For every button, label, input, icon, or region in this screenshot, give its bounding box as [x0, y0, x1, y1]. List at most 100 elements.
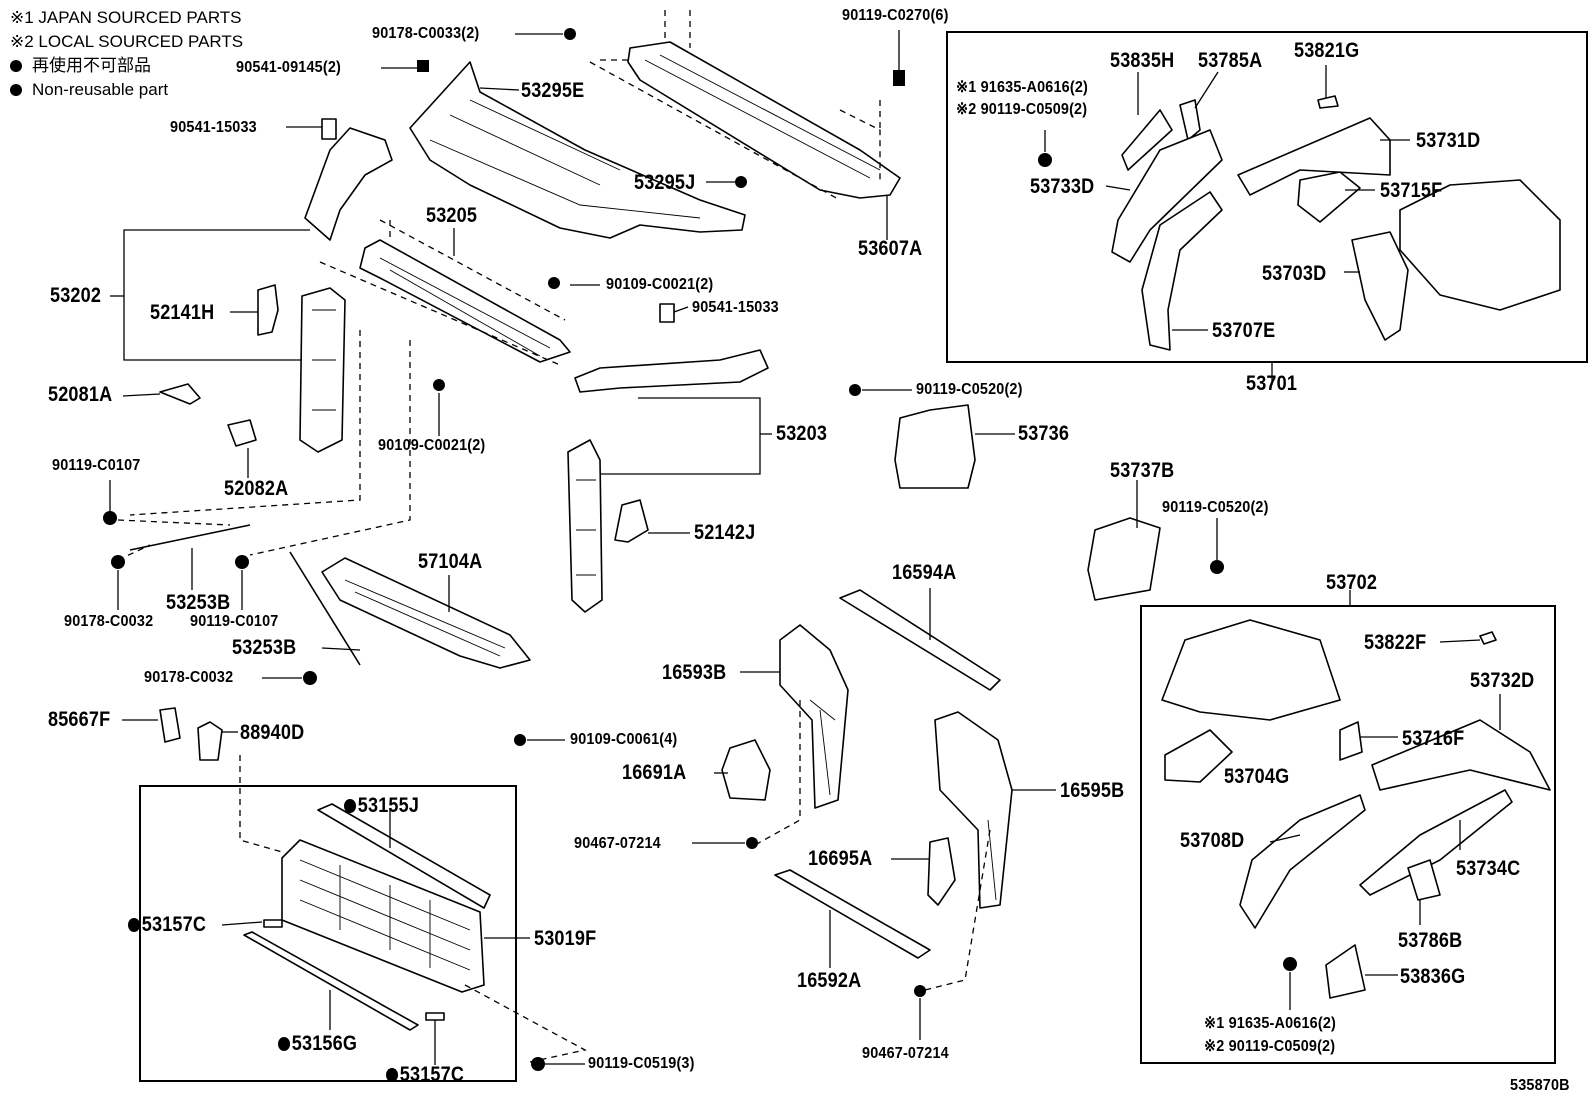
label-90467-07214-lower[interactable]: 90467-07214	[862, 1045, 949, 1062]
label-90541-15033-lower[interactable]: 90541-15033	[692, 299, 779, 316]
label-53786b[interactable]: 53786B	[1398, 929, 1463, 952]
bolt-icon	[103, 511, 117, 525]
part-53203	[567, 349, 769, 613]
label-90109-c0021-upper[interactable]: 90109-C0021(2)	[606, 276, 714, 293]
label-90178-c0032-lower[interactable]: 90178-C0032	[144, 669, 234, 686]
label-90541-15033-upper[interactable]: 90541-15033	[170, 119, 257, 136]
part-53253b-lower	[289, 551, 361, 666]
non-reusable-bullet-icon	[386, 1068, 399, 1082]
bolt-icon	[1210, 560, 1224, 574]
label-53835h[interactable]: 53835H	[1110, 49, 1175, 72]
legend-non-reusable-jp-text: 再使用不可部品	[32, 56, 151, 75]
label-90119-c0520-lower[interactable]: 90119-C0520(2)	[1162, 499, 1269, 516]
label-16592a[interactable]: 16592A	[797, 969, 862, 992]
label-52141h[interactable]: 52141H	[150, 301, 215, 324]
group-box-53702	[1140, 605, 1556, 1064]
label-91635-a0616-lower[interactable]: ※1 91635-A0616(2)	[1204, 1015, 1337, 1032]
label-90109-c0061[interactable]: 90109-C0061(4)	[570, 731, 678, 748]
label-90119-c0520-upper[interactable]: 90119-C0520(2)	[916, 381, 1023, 398]
part-53202	[299, 127, 393, 453]
bolt-icon	[417, 60, 429, 72]
label-57104a[interactable]: 57104A	[418, 550, 483, 573]
label-91635-a0616-upper[interactable]: ※1 91635-A0616(2)	[956, 79, 1089, 96]
group-box-grille	[139, 785, 517, 1082]
label-53703d[interactable]: 53703D	[1262, 262, 1327, 285]
label-53733d[interactable]: 53733D	[1030, 175, 1095, 198]
label-16594a[interactable]: 16594A	[892, 561, 957, 584]
part-53205	[359, 239, 571, 363]
label-53785a[interactable]: 53785A	[1198, 49, 1263, 72]
label-53822f[interactable]: 53822F	[1364, 631, 1427, 654]
label-16695a[interactable]: 16695A	[808, 847, 873, 870]
label-90119-c0107-left[interactable]: 90119-C0107	[52, 457, 141, 474]
label-53731d[interactable]: 53731D	[1416, 129, 1481, 152]
label-52081a[interactable]: 52081A	[48, 383, 113, 406]
label-90119-c0509-upper[interactable]: ※2 90119-C0509(2)	[956, 101, 1088, 118]
label-85667f[interactable]: 85667F	[48, 708, 111, 731]
part-52141h	[257, 284, 279, 336]
label-90467-07214-left[interactable]: 90467-07214	[574, 835, 661, 852]
bracket-53203	[596, 397, 761, 475]
label-53704g[interactable]: 53704G	[1224, 765, 1290, 788]
label-90109-c0021-lower[interactable]: 90109-C0021(2)	[378, 437, 486, 454]
label-53253b-lower[interactable]: 53253B	[232, 636, 297, 659]
label-90119-c0270[interactable]: 90119-C0270(6)	[842, 7, 949, 24]
label-53707e[interactable]: 53707E	[1212, 319, 1276, 342]
label-53203[interactable]: 53203	[776, 422, 828, 445]
label-90178-c0032-left[interactable]: 90178-C0032	[64, 613, 154, 630]
nut-icon	[111, 555, 125, 569]
part-53733d	[1111, 129, 1223, 263]
label-90119-c0519[interactable]: 90119-C0519(3)	[588, 1055, 695, 1072]
label-53202[interactable]: 53202	[50, 284, 102, 307]
label-53836g[interactable]: 53836G	[1400, 965, 1466, 988]
non-reusable-bullet-icon	[344, 799, 357, 813]
label-90541-09145[interactable]: 90541-09145(2)	[236, 59, 342, 76]
clip-icon	[321, 118, 337, 140]
label-53708d[interactable]: 53708D	[1180, 829, 1245, 852]
label-16593b[interactable]: 16593B	[662, 661, 727, 684]
bolt-icon	[914, 985, 926, 997]
label-53736[interactable]: 53736	[1018, 422, 1070, 445]
label-53155j[interactable]: 53155J	[344, 795, 419, 816]
label-53295j[interactable]: 53295J	[634, 171, 696, 194]
legend-japan-sourced: ※1 JAPAN SOURCED PARTS	[10, 6, 243, 30]
label-53205[interactable]: 53205	[426, 204, 478, 227]
label-53295e[interactable]: 53295E	[521, 79, 585, 102]
label-53253b-upper[interactable]: 53253B	[166, 591, 231, 614]
label-53821g[interactable]: 53821G	[1294, 39, 1360, 62]
label-53737b[interactable]: 53737B	[1110, 459, 1175, 482]
legend-non-reusable-en-text: Non-reusable part	[32, 80, 169, 99]
label-53157c-lower[interactable]: 53157C	[386, 1064, 464, 1085]
label-16595b[interactable]: 16595B	[1060, 779, 1125, 802]
label-53156g[interactable]: 53156G	[278, 1033, 357, 1054]
label-53734c[interactable]: 53734C	[1456, 857, 1521, 880]
part-53786b	[1407, 859, 1441, 901]
part-16595b	[934, 711, 1013, 909]
label-53715f[interactable]: 53715F	[1380, 179, 1443, 202]
part-53734c	[1359, 789, 1513, 896]
label-53157c-lower-text: 53157C	[399, 1063, 465, 1086]
label-90178-c0033[interactable]: 90178-C0033(2)	[372, 25, 480, 42]
label-52082a[interactable]: 52082A	[224, 477, 289, 500]
label-53716f[interactable]: 53716F	[1402, 727, 1465, 750]
label-90119-c0509-lower[interactable]: ※2 90119-C0509(2)	[1204, 1038, 1336, 1055]
label-53701[interactable]: 53701	[1246, 372, 1298, 395]
label-52142j[interactable]: 52142J	[694, 521, 756, 544]
non-reusable-bullet-icon	[128, 918, 141, 932]
part-85667f	[159, 707, 181, 743]
label-53607a[interactable]: 53607A	[858, 237, 923, 260]
diagram-code: 535870B	[1510, 1077, 1570, 1094]
label-53157c-upper[interactable]: 53157C	[128, 914, 206, 935]
part-53702-main	[1161, 619, 1341, 721]
bolt-icon	[735, 176, 747, 188]
label-90119-c0107-right[interactable]: 90119-C0107	[190, 613, 279, 630]
label-16691a[interactable]: 16691A	[622, 761, 687, 784]
label-88940d[interactable]: 88940D	[240, 721, 305, 744]
part-53703d	[1351, 231, 1409, 341]
part-53708d	[1239, 794, 1366, 929]
label-53702[interactable]: 53702	[1326, 571, 1378, 594]
label-53019f[interactable]: 53019F	[534, 927, 597, 950]
label-53732d[interactable]: 53732D	[1470, 669, 1535, 692]
